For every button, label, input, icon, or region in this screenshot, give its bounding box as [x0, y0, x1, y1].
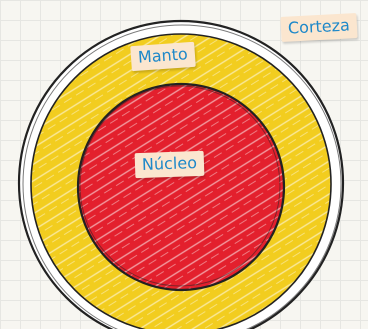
core-label: Núcleo: [134, 150, 205, 179]
core-outline: [76, 82, 286, 292]
mantle-label: Manto: [130, 41, 196, 72]
core-texture: [78, 84, 284, 290]
crust-outline-sketch: [22, 24, 342, 329]
crust-outline: [17, 19, 345, 329]
mantle-outline: [30, 33, 332, 329]
crust-label: Corteza: [280, 13, 358, 42]
core-outline-sketch: [79, 85, 281, 287]
